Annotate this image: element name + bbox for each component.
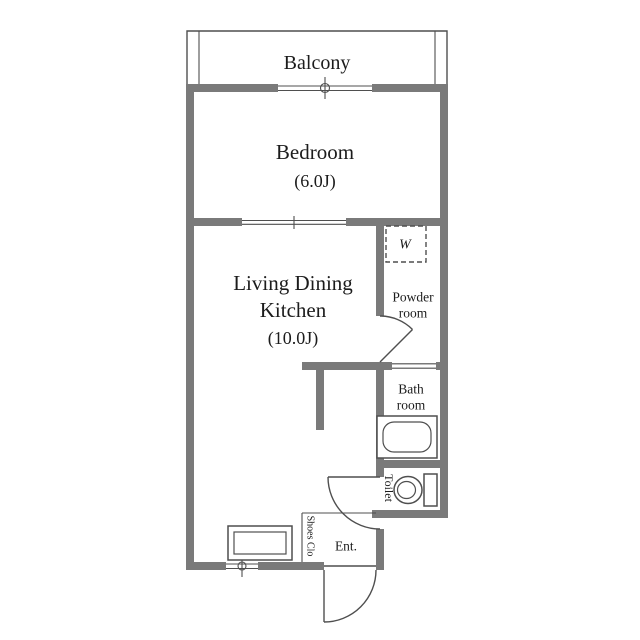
bathtub-icon — [376, 415, 438, 459]
entrance-door-arc — [323, 569, 377, 623]
toilet-door-arc — [327, 476, 381, 530]
balcony-area: Balcony — [186, 30, 448, 84]
wall-bath-divider-right — [436, 362, 448, 370]
shoes-cabinet-icon — [227, 525, 293, 561]
bathtub-inner — [382, 421, 432, 453]
fixtures — [227, 225, 438, 561]
wall-top-left — [186, 84, 278, 92]
wall-bath-divider-left — [376, 362, 392, 370]
wall-bottom-middle — [258, 562, 324, 570]
bedroom-label: Bedroom — [276, 140, 354, 164]
ldk-label-line2: Kitchen — [260, 298, 327, 322]
entrance-label: Ent. — [335, 539, 357, 554]
openings — [226, 77, 436, 577]
wall-toilet-bottom — [372, 510, 448, 518]
ldk-size-label: (10.0J) — [268, 328, 319, 349]
powder-room-door-leaf — [379, 329, 413, 363]
wall-kitchen-vertical — [316, 362, 324, 430]
bath-room-label-line1: Bath — [398, 382, 424, 397]
bath-room-label-line2: room — [397, 398, 426, 413]
toilet-bowl-inner — [396, 480, 417, 500]
wall-top-right — [372, 84, 448, 92]
toilet-label: Toilet — [382, 474, 396, 502]
powder-room-label-line1: Powder — [392, 290, 434, 305]
wall-kitchen-horizontal — [302, 362, 376, 370]
wall-right — [440, 84, 448, 518]
washer-space-label: W — [399, 238, 412, 253]
balcony-outline — [186, 30, 448, 84]
wall-bottom-left — [186, 562, 226, 570]
balcony-label: Balcony — [284, 52, 351, 74]
shoes-cabinet-inner — [233, 531, 287, 555]
labels: Bedroom (6.0J) Living Dining Kitchen (10… — [233, 140, 434, 556]
toilet-tank-icon — [423, 473, 438, 507]
powder-room-label-line2: room — [399, 306, 428, 321]
wall-bedroom-divider-right — [346, 218, 448, 226]
toilet-bowl-icon — [393, 475, 423, 505]
wall-left — [186, 84, 194, 570]
ldk-label-line1: Living Dining — [233, 271, 353, 295]
balcony-window-lock-icon — [319, 82, 331, 94]
wall-bedroom-divider-left — [186, 218, 242, 226]
wall-bath-toilet-divider — [376, 460, 448, 468]
bottom-window-lock-icon — [237, 561, 247, 571]
shoes-closet-label: Shoes Clo — [305, 516, 316, 557]
bedroom-size-label: (6.0J) — [294, 171, 336, 192]
wall-column-upper — [376, 218, 384, 316]
powder-room-door-arc — [379, 315, 413, 330]
washer-space-box — [385, 225, 427, 263]
doors — [323, 315, 413, 623]
wall-column-lower — [376, 529, 384, 570]
